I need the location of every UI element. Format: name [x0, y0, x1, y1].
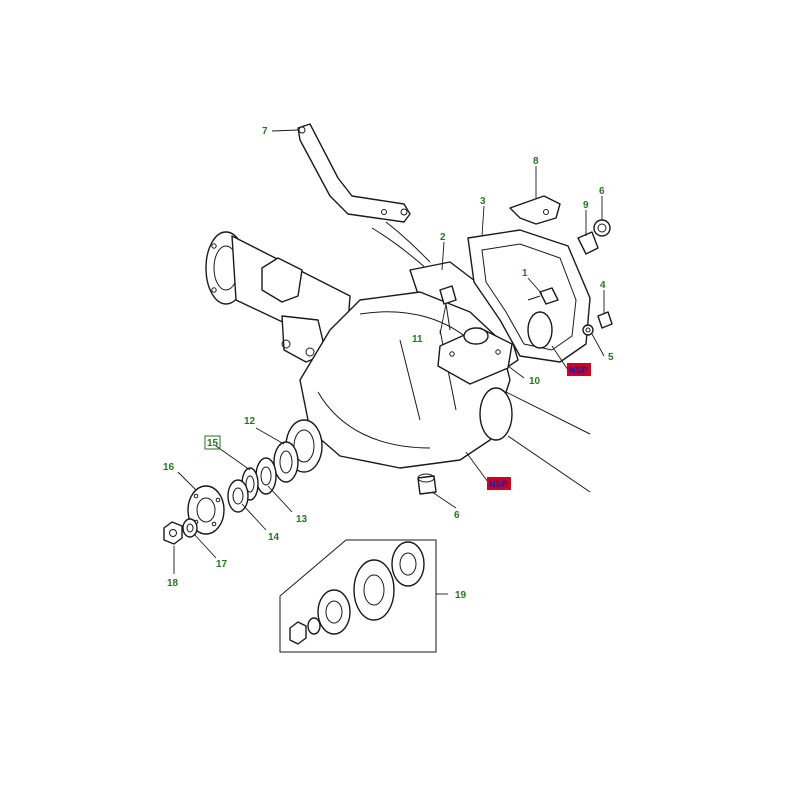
callout-6-lower: 6 — [454, 510, 460, 521]
part-13-spacer[interactable] — [255, 457, 277, 495]
callout-2: 2 — [440, 232, 446, 243]
part-10-plate[interactable] — [437, 327, 513, 385]
callout-1: 1 — [522, 268, 528, 279]
callout-18: 18 — [167, 578, 179, 589]
part-6-plug-upper[interactable] — [593, 219, 611, 237]
callout-19: 19 — [455, 590, 467, 601]
part-7-bracket[interactable] — [297, 123, 411, 223]
part-3-rear-cover[interactable] — [467, 229, 591, 363]
nsp-badge-upper-bg — [567, 363, 591, 376]
callout-7: 7 — [262, 126, 268, 137]
callout-5: 5 — [608, 352, 614, 363]
part-16-flange[interactable] — [187, 485, 225, 535]
callout-4: 4 — [600, 280, 606, 291]
callout-11: 11 — [412, 334, 423, 345]
part-6-plug-lower[interactable] — [417, 473, 437, 495]
nsp-badge-lower-bg — [487, 477, 511, 490]
part-1-bolt[interactable] — [527, 287, 559, 305]
callout-6-upper: 6 — [599, 186, 605, 197]
part-5-washer[interactable] — [582, 324, 594, 336]
callout-16: 16 — [163, 462, 175, 473]
leader-lines — [173, 129, 605, 595]
part-19-kit[interactable] — [279, 539, 437, 653]
part-4-bolt[interactable] — [597, 311, 613, 329]
part-17-washer[interactable] — [182, 518, 198, 538]
part-12-seal[interactable] — [273, 441, 299, 483]
callout-14: 14 — [268, 532, 280, 543]
callout-10: 10 — [529, 376, 541, 387]
callout-8: 8 — [533, 156, 539, 167]
nsp-badge-upper: NSP — [569, 365, 588, 375]
callout-15-box — [204, 435, 221, 450]
callout-12: 12 — [244, 416, 256, 427]
callout-9: 9 — [583, 200, 589, 211]
brake-pipe — [371, 227, 429, 271]
axle-tube-right[interactable] — [479, 387, 591, 493]
part-9-clip[interactable] — [577, 231, 599, 255]
nsp-badges: NSP NSP — [487, 363, 591, 490]
callout-17: 17 — [216, 559, 228, 570]
differential-housing[interactable] — [299, 291, 511, 469]
callout-15: 15 — [207, 438, 219, 449]
callout-3: 3 — [480, 196, 486, 207]
kit-19-frame — [279, 539, 437, 653]
part-8-bracket[interactable] — [509, 195, 561, 225]
brake-pipe-2 — [385, 221, 431, 263]
part-18-nut[interactable] — [163, 521, 183, 545]
nsp-badge-lower: NSP — [489, 479, 508, 489]
callout-labels: 7 8 6 9 3 2 1 4 5 11 10 12 15 16 13 14 1… — [163, 126, 614, 601]
axle-tube-left[interactable] — [205, 231, 351, 363]
callout-13: 13 — [296, 514, 308, 525]
part-11-bolt[interactable] — [439, 285, 457, 331]
part-14-washer[interactable] — [227, 479, 249, 513]
